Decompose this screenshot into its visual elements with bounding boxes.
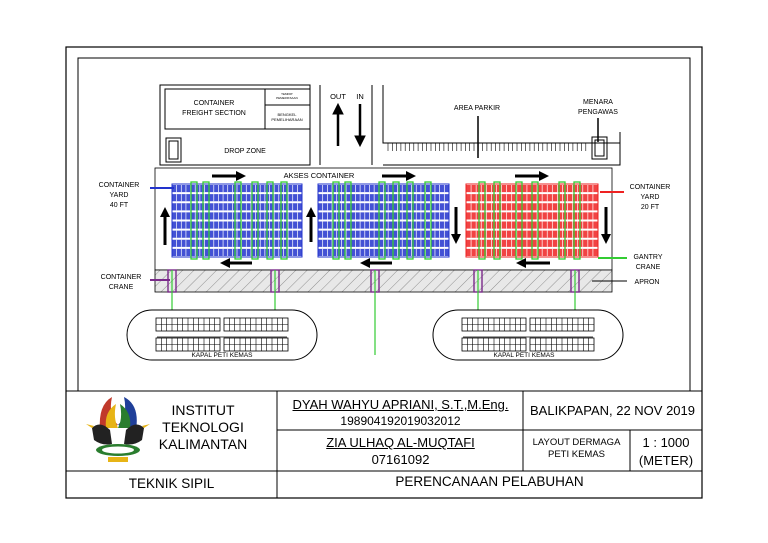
gantry-crane (378, 181, 386, 260)
gantry-crane (558, 181, 566, 260)
scale: 1 : 1000 (METER) (638, 435, 694, 468)
ship-left-label: KAPAL PETI KEMAS (191, 352, 253, 359)
gantry-crane (280, 181, 288, 260)
out-label: OUT (330, 92, 346, 101)
gantry-crane (202, 181, 210, 260)
traffic-arrows (160, 171, 611, 268)
access-label: AKSES CONTAINER (284, 171, 355, 180)
student-nim: 07161092 (371, 452, 430, 467)
gantry-crane (531, 181, 539, 260)
title-block-grid (66, 390, 702, 498)
supervisor-name: DYAH WAHYU APRIANI, S.T.,M.Eng. (292, 397, 509, 412)
gantry-crane (424, 181, 432, 260)
container-yard-40ft-left (171, 183, 303, 258)
gantry-crane (234, 181, 242, 260)
gantry-crane (392, 181, 400, 260)
gantry-crane (406, 181, 414, 260)
gantry-crane (266, 181, 274, 260)
itk-logo-icon (86, 397, 150, 462)
gantry-crane (344, 181, 352, 260)
gantry-crane (332, 181, 340, 260)
apron-strip (154, 269, 613, 293)
course-title: PERENCANAAN PELABUHAN (395, 474, 584, 489)
supervisor-nip: 198904192019032012 (340, 414, 461, 428)
gantry-crane (573, 181, 581, 260)
gantry-crane (515, 181, 523, 260)
gantry-crane (190, 181, 198, 260)
institution-name: INSTITUT TEKNOLOGI KALIMANTAN (158, 402, 248, 452)
ship-right (432, 309, 624, 361)
student-name: ZIA ULHAQ AL-MUQTAFI (326, 435, 475, 450)
ship-right-label: KAPAL PETI KEMAS (493, 352, 555, 359)
gantry-crane (478, 181, 486, 260)
label-leaders (150, 187, 627, 282)
place-date: BALIKPAPAN, 22 NOV 2019 (530, 403, 695, 418)
drawing-title: LAYOUT DERMAGA PETI KEMAS (532, 437, 621, 460)
gate-arrows (332, 102, 599, 158)
building-block (159, 84, 621, 166)
gantry-crane (251, 181, 259, 260)
apron-label: APRON (635, 279, 660, 286)
gantry-crane (493, 181, 501, 260)
parking-label: AREA PARKIR (454, 105, 500, 112)
ship-left (126, 309, 318, 361)
drop-zone-label: DROP ZONE (224, 148, 266, 155)
department: TEKNIK SIPIL (128, 476, 215, 491)
gantry-cranes (190, 181, 581, 260)
container-yard-40ft-right (317, 183, 450, 258)
in-label: IN (356, 92, 364, 101)
